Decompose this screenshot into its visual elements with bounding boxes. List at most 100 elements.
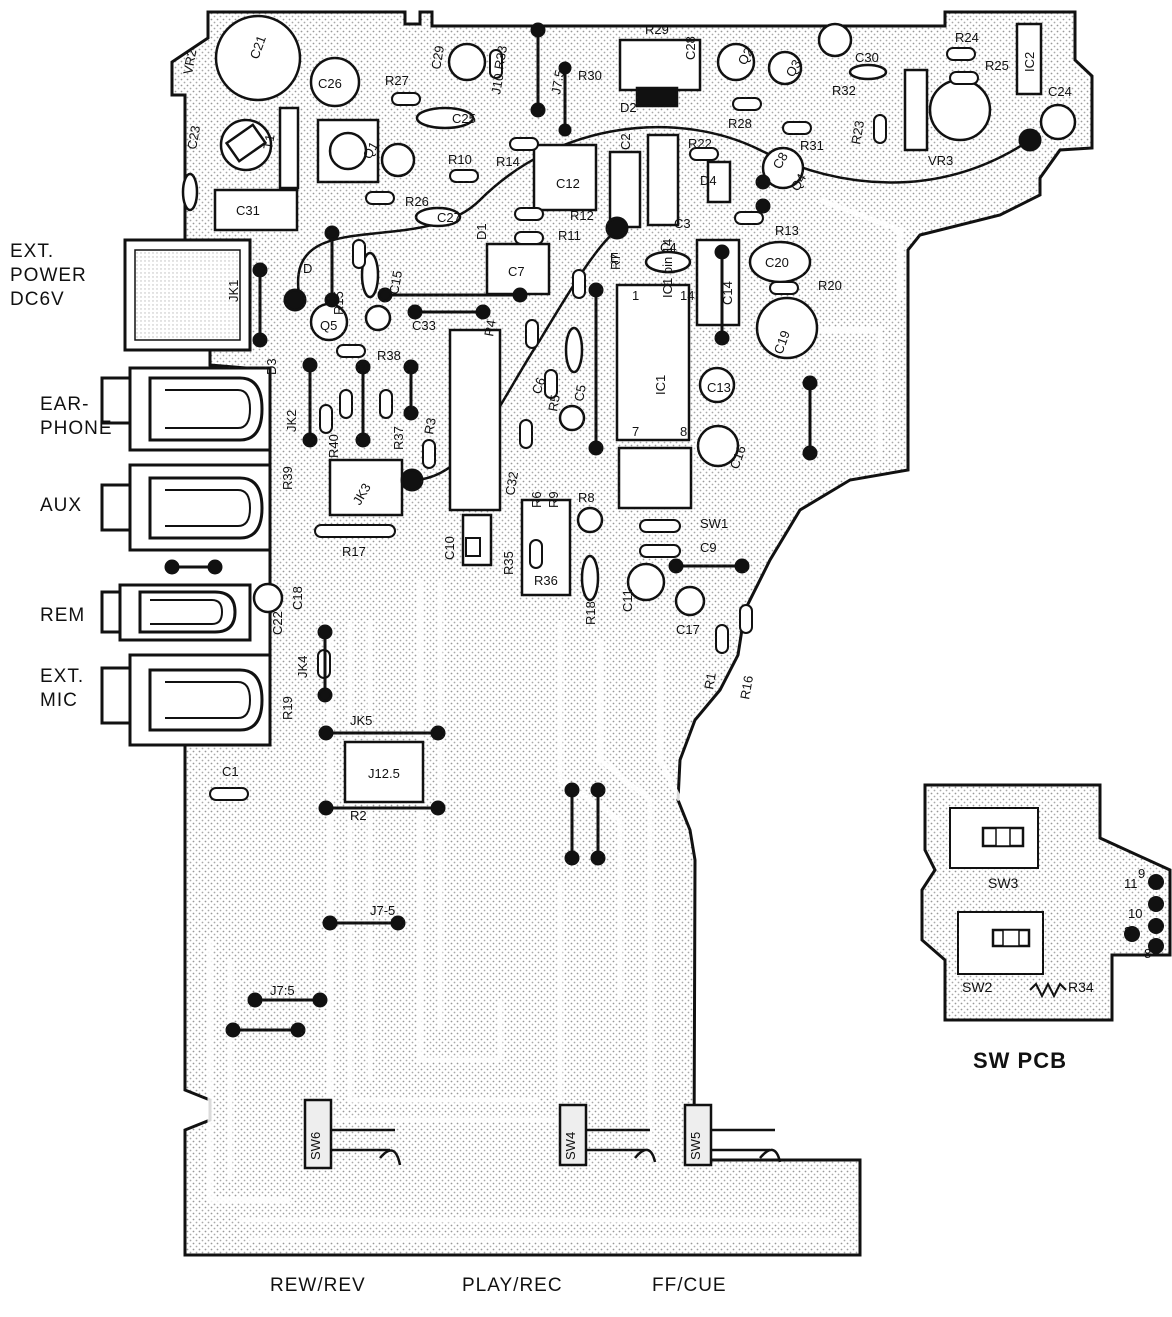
component-label: R39 [280, 466, 295, 490]
component-label: C27 [437, 210, 461, 225]
component-label: R1 [701, 672, 719, 691]
component-label: C2 [618, 133, 633, 150]
component-label: C8 [770, 150, 791, 172]
component-label: IC2 [1022, 52, 1037, 72]
component-label: R19 [280, 696, 295, 720]
component-label: JK1 [226, 280, 241, 302]
component-label: C22 [270, 611, 285, 635]
component-label: R5 [545, 394, 563, 413]
component-label: R35 [501, 551, 516, 575]
ff-cue-label: FF/CUE [652, 1275, 727, 1296]
component-label: JK2 [284, 410, 299, 432]
component-label: J10 [488, 72, 506, 95]
component-label: C4 [660, 240, 677, 255]
component-label: JK5 [350, 713, 372, 728]
component-label: R14 [496, 154, 520, 169]
component-label: R32 [832, 83, 856, 98]
component-label: SW1 [700, 516, 728, 531]
component-label: R11 [558, 228, 581, 243]
component-label: R33 [491, 44, 510, 70]
component-label: C9 [700, 540, 717, 555]
component-label: C10 [442, 536, 457, 560]
sw-pcb-outline [920, 783, 1172, 1022]
component-label: C11 [620, 589, 635, 612]
sw1-switch [465, 537, 481, 557]
component-label: J7.5 [548, 69, 567, 96]
leaf-switches [303, 1098, 782, 1170]
component-label: R17 [342, 544, 366, 559]
component-label: C6 [529, 375, 549, 396]
pin-3-label: 3 [1124, 924, 1131, 939]
component-label: R22 [688, 136, 712, 151]
pin-11-label: 11 [1124, 876, 1138, 891]
cap-c21 [214, 14, 302, 102]
component-label: R25 [985, 58, 1009, 73]
component-label: C1 [222, 764, 239, 779]
component-label: R6 [529, 491, 544, 508]
component-label: R40 [326, 434, 341, 458]
component-label: R3 [421, 417, 439, 436]
component-label: E [610, 250, 619, 265]
component-label: SW6 [308, 1132, 323, 1160]
component-label: C30 [855, 50, 879, 65]
pin-10-label: 10 [1128, 906, 1142, 921]
play-rec-label: PLAY/REC [462, 1275, 563, 1296]
component-label: C17 [676, 622, 700, 637]
component-label: R36 [534, 573, 558, 588]
component-label: R4 [481, 319, 499, 338]
component-label: C32 [502, 470, 521, 496]
pin-8-label: 8 [1144, 946, 1151, 961]
sw-pcb-title: SW PCB [973, 1048, 1067, 1073]
component-label: C15 [386, 269, 405, 295]
component-label: C29 [428, 44, 447, 70]
component-label: C5 [571, 384, 589, 403]
component-label: R2 [350, 808, 367, 823]
component-label: R24 [955, 30, 979, 45]
component-label: J7-5 [370, 903, 395, 918]
component-label: 1 [632, 288, 639, 303]
component-label: R37 [391, 426, 406, 450]
aux-label: AUX [40, 495, 83, 516]
component-label: R10 [448, 152, 472, 167]
component-label: Q5 [320, 318, 337, 333]
component-label: R31 [800, 138, 824, 153]
component-label: R13 [775, 223, 799, 238]
jack-jk4 [100, 583, 252, 642]
component-label: J12.5 [368, 766, 400, 781]
component-label: 7 [632, 424, 639, 439]
component-label: C20 [765, 255, 789, 270]
component-label: J7:5 [270, 983, 295, 998]
component-label: C28 [683, 36, 698, 60]
component-label: R15 [331, 291, 346, 315]
ext-mic-label: EXT. MIC [40, 666, 85, 711]
component-label: SW5 [688, 1132, 703, 1160]
component-label: T1 [260, 133, 277, 151]
component-label: R12 [570, 208, 594, 223]
component-label: C33 [412, 318, 436, 333]
traces [207, 197, 903, 1243]
component-label: R28 [728, 116, 752, 131]
component-label: D3 [264, 358, 279, 375]
component-label: 8 [680, 424, 687, 439]
r34-label: R34 [1068, 979, 1094, 995]
component-label: D1 [474, 223, 489, 240]
jack-jk3 [100, 463, 272, 552]
jack-jk1 [123, 238, 252, 352]
jumpers [164, 22, 1042, 1038]
component-label: C14 [720, 281, 735, 305]
component-label: C12 [556, 176, 580, 191]
component-label: C7 [508, 264, 525, 279]
component-label: R29 [645, 22, 669, 37]
component-label: R30 [578, 68, 602, 83]
components [181, 14, 1077, 804]
component-label: 14 [680, 288, 694, 303]
component-label: R38 [377, 348, 401, 363]
jack-jk2 [100, 366, 272, 452]
component-label: R8 [578, 490, 595, 505]
rew-rev-label: REW/REV [270, 1275, 366, 1296]
component-label: R7 [608, 253, 623, 270]
component-label: C26 [318, 76, 342, 91]
